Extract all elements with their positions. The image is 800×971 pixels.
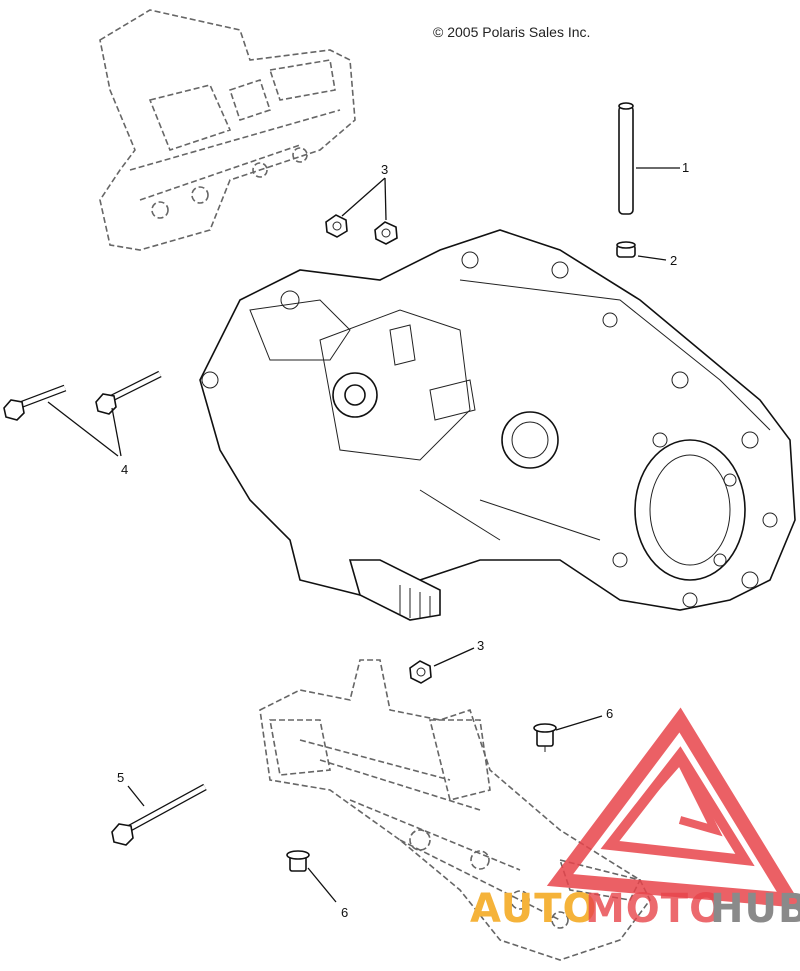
bolt-part-5 — [111, 783, 207, 846]
lower-frame — [259, 659, 651, 961]
callout-5: 5 — [117, 770, 124, 785]
watermark-auto: AUTO — [470, 886, 598, 932]
callout-4: 4 — [121, 462, 128, 477]
callout-3-lower: 3 — [477, 638, 484, 653]
flange-bolt-part-6-upper — [533, 723, 557, 752]
bolt-part-4-left — [3, 384, 67, 421]
pin-part-1 — [618, 102, 634, 215]
bushing-part-2 — [616, 241, 636, 258]
flange-bolt-part-6-lower — [286, 850, 310, 872]
watermark-text: AUTO MOTO HUB — [470, 886, 800, 932]
callout-1: 1 — [682, 160, 689, 175]
nut-part-3-lower — [409, 660, 432, 684]
callout-3-top: 3 — [381, 162, 388, 177]
upper-frame-bracket — [99, 9, 356, 251]
watermark-logo — [546, 707, 800, 908]
bolt-part-4-right — [95, 370, 162, 415]
nut-part-3-left — [325, 214, 348, 238]
transmission-housing — [199, 229, 796, 621]
watermark-moto: MOTO — [585, 886, 724, 932]
watermark-hub: HUB — [710, 886, 800, 932]
nut-part-3-right — [374, 221, 398, 245]
callout-6-upper: 6 — [606, 706, 613, 721]
callout-2: 2 — [670, 253, 677, 268]
callout-6-lower: 6 — [341, 905, 348, 920]
copyright-notice: © 2005 Polaris Sales Inc. — [433, 24, 591, 40]
leader-lines — [47, 167, 680, 903]
